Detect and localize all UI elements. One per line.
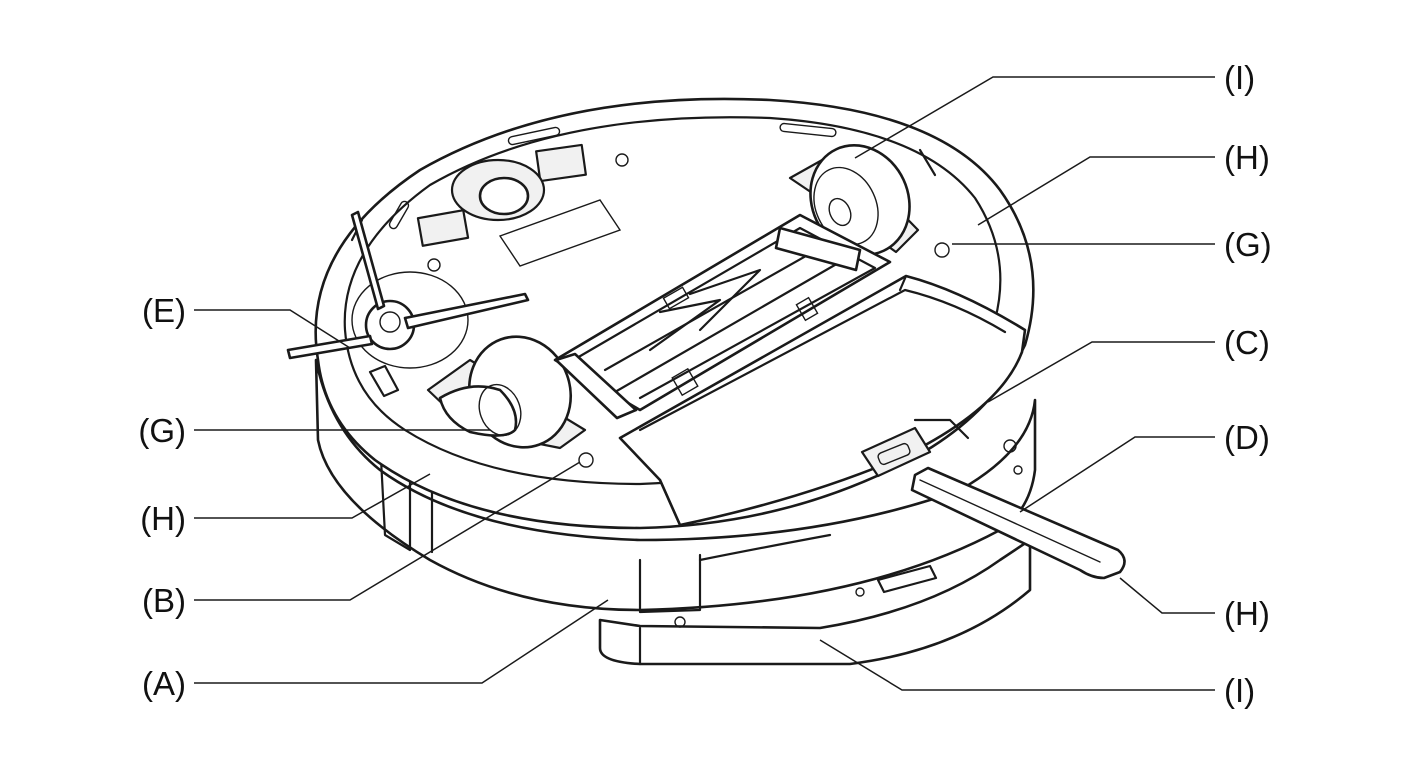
front-wheel [426,335,587,450]
handle [910,466,1126,580]
callout-labels: (E) (G) (H) (B) (A) (I) (H) (G) (C) (D) … [138,59,1271,709]
leader-lines [194,76,1215,691]
label-h-left: (H) [140,500,186,537]
leader-c [987,341,1215,403]
label-g-right: (G) [1224,226,1272,263]
label-h-top: (H) [1224,139,1270,176]
label-i-top: (I) [1224,59,1255,96]
rear-wheel [788,144,920,256]
label-a: (A) [142,665,186,702]
leader-h-bottom [1119,577,1215,614]
leader-d [1019,436,1215,513]
leader-h-left [194,473,431,519]
leader-e [194,309,351,349]
label-b: (B) [142,582,186,619]
leader-b [194,461,581,601]
roller-brush [553,213,892,420]
leader-h-top [977,156,1215,226]
label-e: (E) [142,292,186,329]
leader-i-top [854,76,1215,159]
main-body [314,358,1037,614]
label-d: (D) [1224,419,1270,456]
label-g-left: (G) [138,412,186,449]
leader-i-bottom [819,639,1215,691]
dust-bin-lid [618,274,1027,527]
leader-a [194,599,609,684]
label-h-bottom: (H) [1224,595,1270,632]
label-c: (C) [1224,324,1270,361]
label-i-bottom: (I) [1224,672,1255,709]
